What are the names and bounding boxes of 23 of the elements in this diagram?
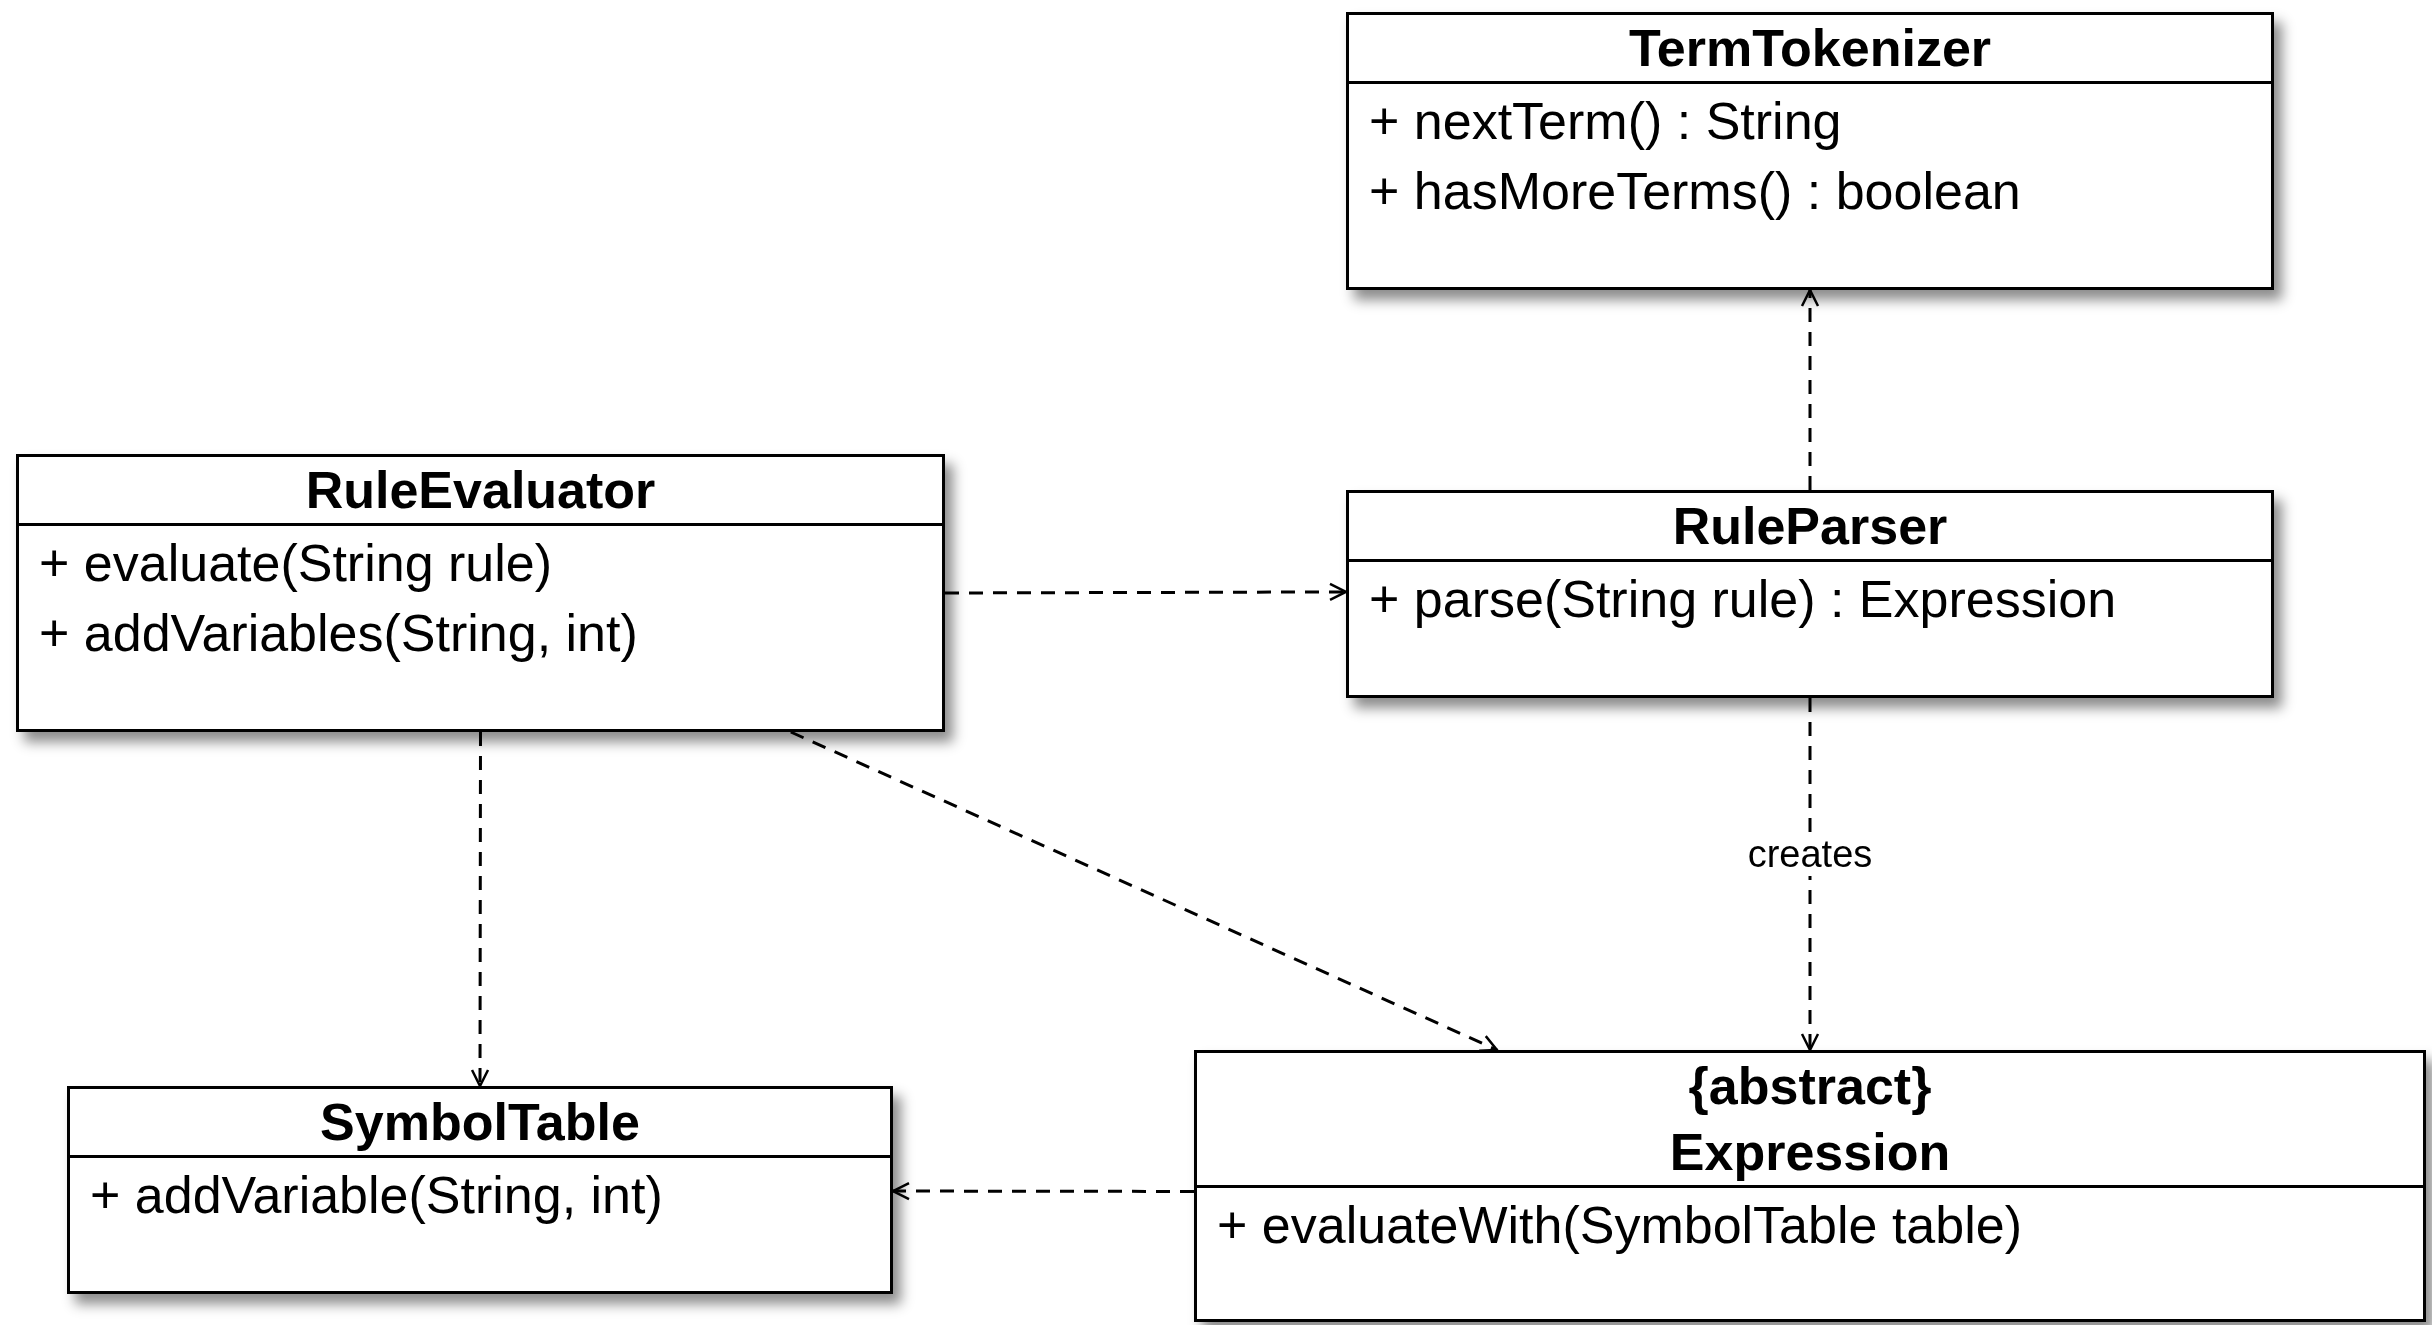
class-box [1346,490,2274,698]
method-signature: + nextTerm() : String [1369,91,1842,152]
method-signature: + parse(String rule) : Expression [1369,569,2117,630]
class-box [67,1086,893,1294]
class-name: RuleEvaluator [305,460,656,521]
method-signature: + addVariables(String, int) [39,603,638,664]
dependency-arrow [790,730,1499,1052]
class-box [1346,12,2274,290]
dependency-arrow [891,1181,1194,1201]
class-name: SymbolTable [320,1092,640,1153]
method-signature: + hasMoreTerms() : boolean [1369,161,2021,222]
class-name: {abstract} Expression [1669,1056,1951,1183]
method-signature: + evaluateWith(SymbolTable table) [1217,1195,2022,1256]
dependency-arrow [470,732,490,1088]
dependency-arrow [945,582,1348,602]
method-signature: + evaluate(String rule) [39,533,553,594]
method-signature: + addVariable(String, int) [90,1165,663,1226]
class-box [1194,1050,2426,1322]
class-name: RuleParser [1672,496,1948,557]
class-box [16,454,945,732]
dependency-arrow [1800,288,1820,490]
class-name: TermTokenizer [1628,18,1992,79]
dependency-arrow [1800,698,1820,1052]
